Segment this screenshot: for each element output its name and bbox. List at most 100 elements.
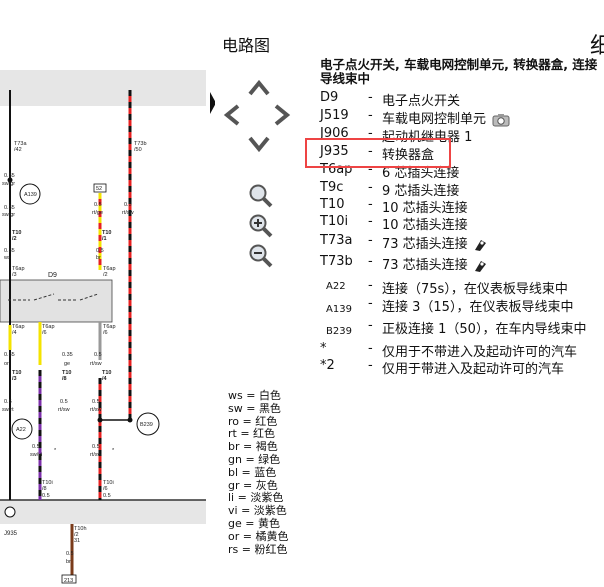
label-w11c: rt/sw <box>122 210 134 216</box>
label-t10i2-pin: /6 <box>103 486 108 492</box>
label-w12: 0.5 <box>94 352 102 358</box>
label-w5: 0.5 <box>4 399 12 405</box>
label-t10a-pin: /2 <box>12 236 17 242</box>
label-d9: D9 <box>48 272 57 279</box>
label-t6ap5: T6ap <box>103 324 116 330</box>
label-t10h-pin: /2 <box>74 532 79 538</box>
component-block-bottom <box>0 500 206 524</box>
label-t73b-pin: /50 <box>134 147 142 153</box>
legend-code: T10i <box>320 214 349 229</box>
legend-code: *2 <box>320 358 335 373</box>
label-w8: 0.5 <box>94 202 102 208</box>
arrow-right-icon[interactable] <box>272 104 292 126</box>
label-w14: 0.5 <box>92 444 100 450</box>
legend-desc: 6 芯插头连接 <box>382 166 460 181</box>
arrow-down-icon[interactable] <box>248 134 270 154</box>
connector-icon[interactable] <box>472 259 488 273</box>
label-w1: 0.35 <box>4 173 15 179</box>
label-t6ap4-pin: /2 <box>103 272 108 278</box>
color-code-item: ws = 白色 <box>228 389 281 402</box>
label-box213: 213 <box>64 578 73 584</box>
label-t6ap1-pin: /3 <box>12 272 17 278</box>
label-w2c: sw/gr <box>2 212 15 218</box>
label-t73a: T73a <box>14 141 27 147</box>
label-t10i1-pin: /8 <box>42 486 47 492</box>
label-w13: 0.5 <box>92 399 100 405</box>
label-t6ap2: T6ap <box>12 324 25 330</box>
label-t10d-pin: /8 <box>62 376 67 382</box>
label-a139: A139 <box>24 192 37 198</box>
label-w4: 0.35 <box>4 352 15 358</box>
color-code-item: gr = 灰色 <box>228 478 278 492</box>
label-a22: A22 <box>16 427 26 433</box>
label-t10e-pin: /4 <box>102 376 108 382</box>
camera-icon[interactable] <box>492 113 510 127</box>
label-t6ap5-pin: /6 <box>103 330 108 336</box>
label-w16: 0.5 <box>103 493 111 499</box>
label-w6c: sw/vi <box>30 452 42 458</box>
legend-desc: 9 芯插头连接 <box>382 184 460 199</box>
label-w13c: rt/sw <box>90 407 102 413</box>
page-title: 电路图 <box>222 36 271 55</box>
connector-icon[interactable] <box>472 238 488 252</box>
color-code-item: rs = 粉红色 <box>228 542 288 556</box>
label-w3c: ws <box>3 255 11 261</box>
legend-desc: 仅用于不带进入及起动许可的汽车 <box>382 345 578 360</box>
label-w11: 0.5 <box>124 202 132 208</box>
page-title-right: 细 <box>590 34 604 59</box>
selection-highlight <box>305 138 451 168</box>
label-w15: 0.5 <box>60 399 68 405</box>
label-w5c: sw/rt <box>2 407 14 413</box>
legend-desc: 正极连接 1（50），在车内导线束中 <box>382 322 587 337</box>
label-t10a: T10 <box>12 230 21 236</box>
label-w10c: ge <box>64 361 70 367</box>
label-w17: 0.5 <box>66 551 74 557</box>
label-j935: J935 <box>4 531 18 537</box>
color-code-item: gn = 绿色 <box>228 452 281 466</box>
label-w3: 0.35 <box>4 248 15 254</box>
label-w7: 0.5 <box>42 493 50 499</box>
color-code-item: ro = 红色 <box>228 414 278 428</box>
component-block-top <box>0 70 206 106</box>
arrow-up-icon[interactable] <box>248 78 270 98</box>
legend-code: T73a <box>320 233 353 248</box>
label-t10i2: T10i <box>103 480 114 486</box>
label-t10d: T10 <box>62 370 71 376</box>
label-w17c: br <box>66 559 71 565</box>
zoom-fit-icon[interactable] <box>248 183 274 209</box>
zoom-out-icon[interactable] <box>248 243 274 269</box>
ignition-switch-box <box>0 279 113 323</box>
legend-desc: 车载电网控制单元 <box>382 112 487 127</box>
legend-desc: 连接（75s），在仪表板导线束中 <box>382 282 568 297</box>
legend-desc: 转换器盒 <box>382 148 435 163</box>
label-t10c-pin: /1 <box>102 236 107 242</box>
color-code-item: br = 褐色 <box>228 440 278 454</box>
label-star1: * <box>54 448 57 454</box>
zoom-in-icon[interactable] <box>248 213 274 239</box>
arrow-left-icon[interactable] <box>222 104 242 126</box>
legend-heading: 电子点火开关, 车载电网控制单元, 转换器盒, 连接导线束中 <box>320 57 598 86</box>
label-w1c: sw/gr <box>2 181 15 187</box>
legend-desc: 73 芯插头连接 <box>382 237 468 252</box>
label-w6: 0.5 <box>32 444 40 450</box>
legend-code: D9 <box>320 90 339 105</box>
label-t6ap2-pin: /4 <box>12 330 17 336</box>
label-w15c: rt/sw <box>58 407 70 413</box>
label-star2: * <box>112 448 115 454</box>
label-t10i1: T10i <box>42 480 53 486</box>
color-code-item: or = 橘黄色 <box>228 529 289 543</box>
color-code-list: ws = 白色 sw = 黑色 ro = 红色 rt = 红色 br = 褐色 … <box>228 389 289 556</box>
legend-code: * <box>320 341 327 356</box>
label-t10e: T10 <box>102 370 111 376</box>
label-t10b: T10 <box>12 370 21 376</box>
legend-desc: 电子点火开关 <box>382 94 461 109</box>
label-w14c: rt/sw <box>90 452 102 458</box>
legend-desc: 10 芯插头连接 <box>382 201 468 216</box>
legend-code: T73b <box>320 254 353 269</box>
label-w4c: or <box>4 361 9 367</box>
legend-desc: 连接 3（15），在仪表板导线束中 <box>382 300 574 315</box>
diagram-pointer-icon <box>210 92 215 114</box>
label-t6ap1: T6ap <box>12 266 25 272</box>
label-t73b: T73b <box>134 141 147 147</box>
legend-panel: 电子点火开关, 车载电网控制单元, 转换器盒, 连接导线束中 <box>320 58 604 86</box>
